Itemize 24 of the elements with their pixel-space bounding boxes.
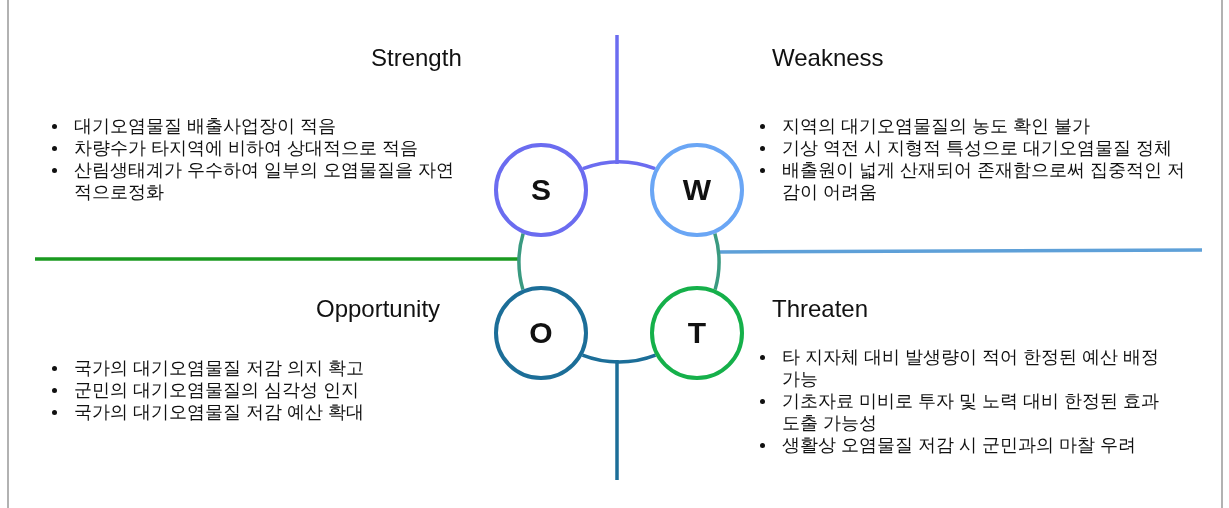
ring-arc <box>581 353 657 364</box>
ring-arc <box>517 233 525 290</box>
bullet-item: 배출원이 넓게 산재되어 존재함으로써 집중적인 저감이 어려움 <box>782 159 1186 203</box>
bullet-item: 지역의 대기오염물질의 농도 확인 불가 <box>782 115 1091 137</box>
quadrant-heading: Strength <box>371 44 462 72</box>
letter-circle: S <box>494 143 588 237</box>
letter-circle: O <box>494 286 588 380</box>
bullet-item: 타 지자체 대비 발생량이 적어 한정된 예산 배정 가능 <box>782 346 1160 390</box>
ring-arc <box>713 233 721 290</box>
ring-arc <box>582 160 656 171</box>
bullet-item: 생활상 오염물질 저감 시 군민과의 마찰 우려 <box>782 434 1137 456</box>
bullet-item: 대기오염물질 배출사업장이 적음 <box>74 115 337 137</box>
bullet-item: 기초자료 미비로 투자 및 노력 대비 한정된 효과 도출 가능성 <box>782 390 1160 434</box>
bullet-item: 차량수가 타지역에 비하여 상대적으로 적음 <box>74 137 419 159</box>
quadrant-heading: Opportunity <box>316 295 441 323</box>
bullet-item: 국가의 대기오염물질 저감 예산 확대 <box>74 401 365 423</box>
bullet-item: 군민의 대기오염물질의 심각성 인지 <box>74 379 360 401</box>
bullet-item: 국가의 대기오염물질 저감 의지 확고 <box>74 357 365 379</box>
quadrant-heading: Weakness <box>772 44 884 72</box>
bullet-item: 기상 역전 시 지형적 특성으로 대기오염물질 정체 <box>782 137 1173 159</box>
quadrant-heading: Threaten <box>772 295 869 323</box>
bullet-item: 산림생태계가 우수하여 일부의 오염물질을 자연적으로정화 <box>74 159 455 203</box>
letter-circle: T <box>650 286 744 380</box>
letter-circle: W <box>650 143 744 237</box>
